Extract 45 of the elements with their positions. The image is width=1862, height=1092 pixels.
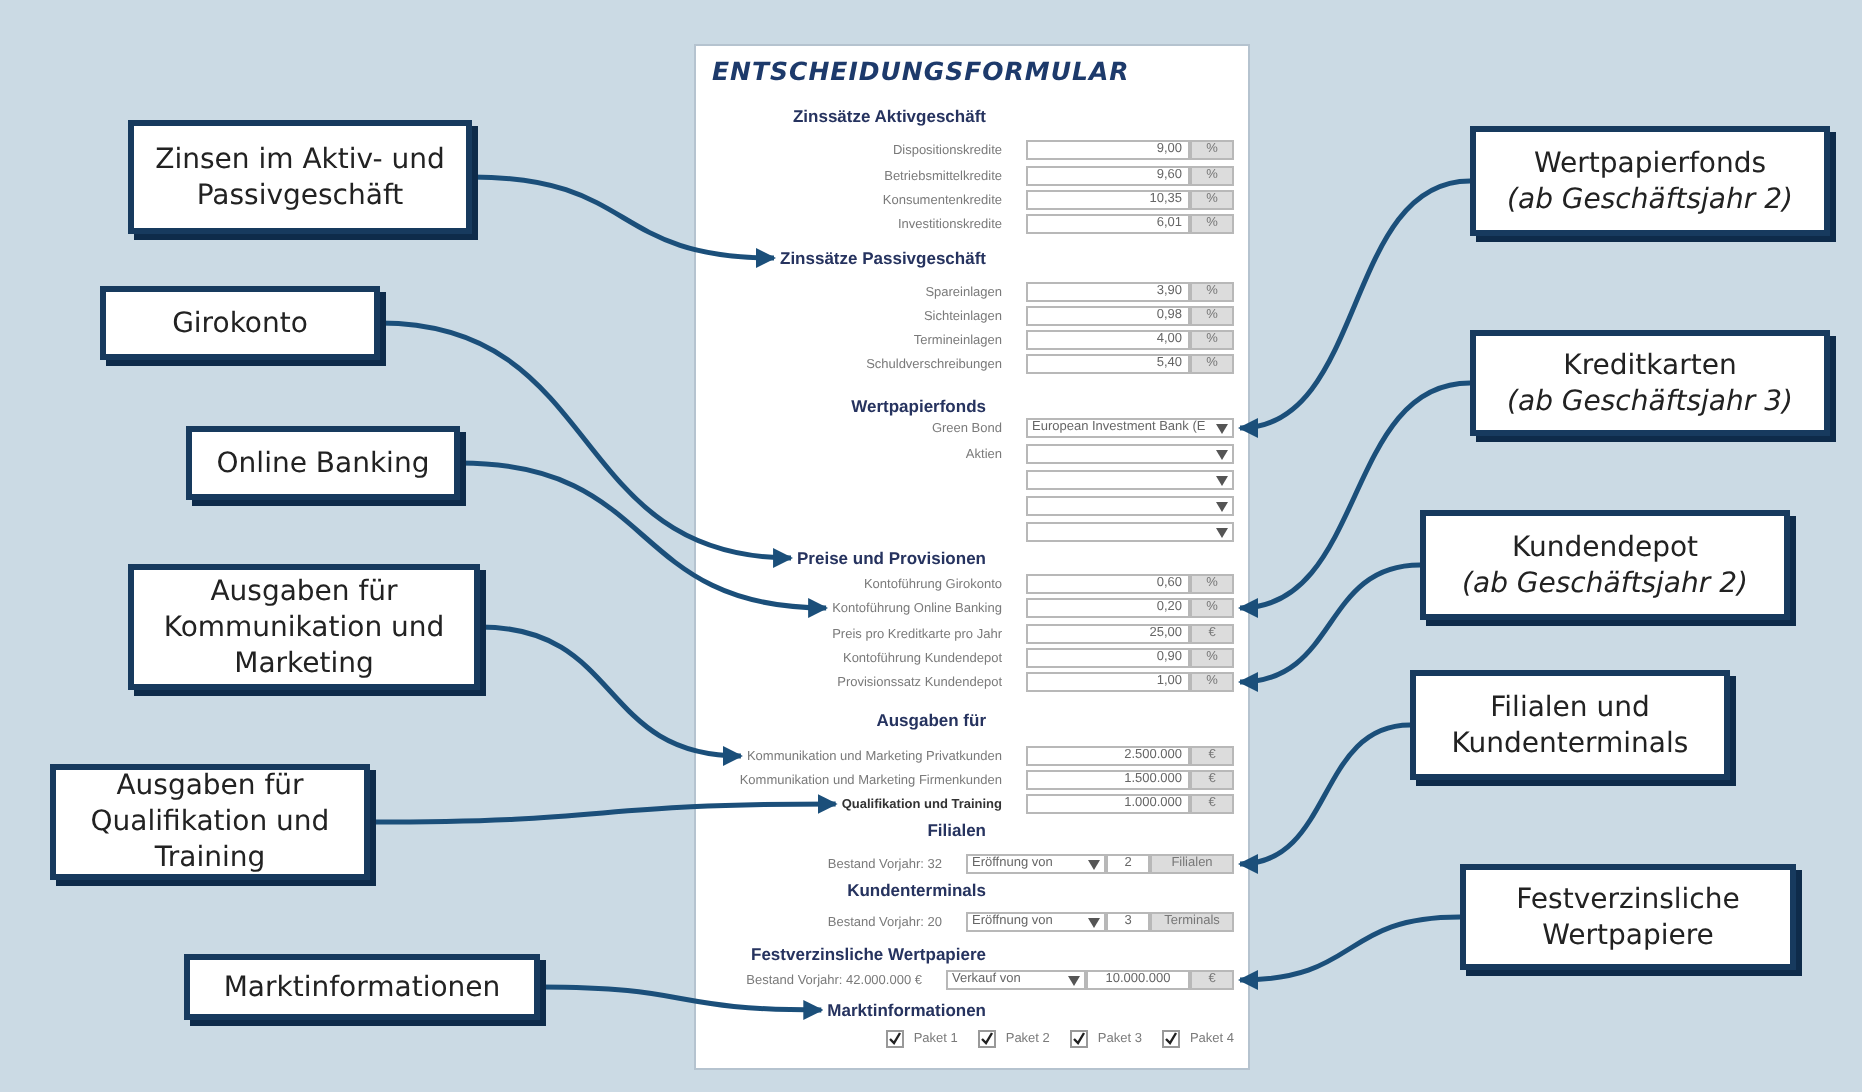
callout-text: Zinsen im Aktiv- und Passivgeschäft — [153, 141, 447, 213]
callout-text: Kundendepot — [1511, 529, 1699, 565]
callout-box — [1470, 330, 1830, 436]
callout-box — [186, 426, 460, 500]
arrow — [1238, 178, 1471, 435]
section-heading: Festverzinsliche Wertpapiere — [751, 944, 986, 964]
callout-box — [1470, 126, 1830, 236]
section-heading: Zinssätze Passivgeschäft — [780, 248, 986, 268]
arrow — [1238, 562, 1421, 691]
callout-box — [100, 286, 380, 360]
callout-text: Online Banking — [216, 445, 430, 481]
callout-text: (ab Geschäftsjahr 2) — [1507, 181, 1793, 217]
arrow — [1238, 380, 1471, 616]
callout-text: Filialen und Kundenterminals — [1449, 689, 1691, 761]
callout-box — [50, 764, 370, 880]
callout-text: Ausgaben für Kommunikation und Marketing — [161, 573, 447, 681]
section-heading: Kundenterminals — [847, 880, 986, 900]
callout-box — [1410, 670, 1730, 780]
callout-text: Festverzinsliche Wertpapiere — [1514, 881, 1742, 953]
callout-text: Wertpapierfonds — [1533, 145, 1767, 181]
callout-box — [1420, 510, 1790, 620]
section-heading: Marktinformationen — [827, 1000, 986, 1020]
arrow — [1238, 722, 1411, 872]
callout-box — [1460, 864, 1796, 970]
form-panel — [694, 44, 1250, 1070]
callout-text: Ausgaben für Qualifikation und Training — [88, 768, 332, 876]
section-heading: Filialen — [927, 820, 986, 840]
callout-box — [128, 564, 480, 690]
dropdown-field — [1026, 470, 1234, 490]
callout-box — [184, 954, 540, 1020]
dropdown-field — [1026, 496, 1234, 516]
callout-text: (ab Geschäftsjahr 3) — [1507, 383, 1793, 419]
section-heading: Zinssätze Aktivgeschäft — [792, 106, 986, 126]
dropdown-field — [1026, 522, 1234, 542]
callout-text: Girokonto — [172, 305, 308, 341]
callout-text: (ab Geschäftsjahr 2) — [1462, 565, 1748, 601]
section-heading: Preise und Provisionen — [797, 548, 986, 568]
arrow — [1238, 914, 1461, 990]
callout-text: Marktinformationen — [223, 969, 501, 1005]
arrow — [370, 794, 838, 825]
section-heading: Wertpapierfonds — [851, 396, 986, 416]
form-title: ENTSCHEIDUNGSFORMULAR — [712, 56, 1130, 86]
callout-text: Kreditkarten — [1563, 347, 1737, 383]
section-heading: Ausgaben für — [876, 710, 986, 730]
callout-box — [128, 120, 472, 234]
